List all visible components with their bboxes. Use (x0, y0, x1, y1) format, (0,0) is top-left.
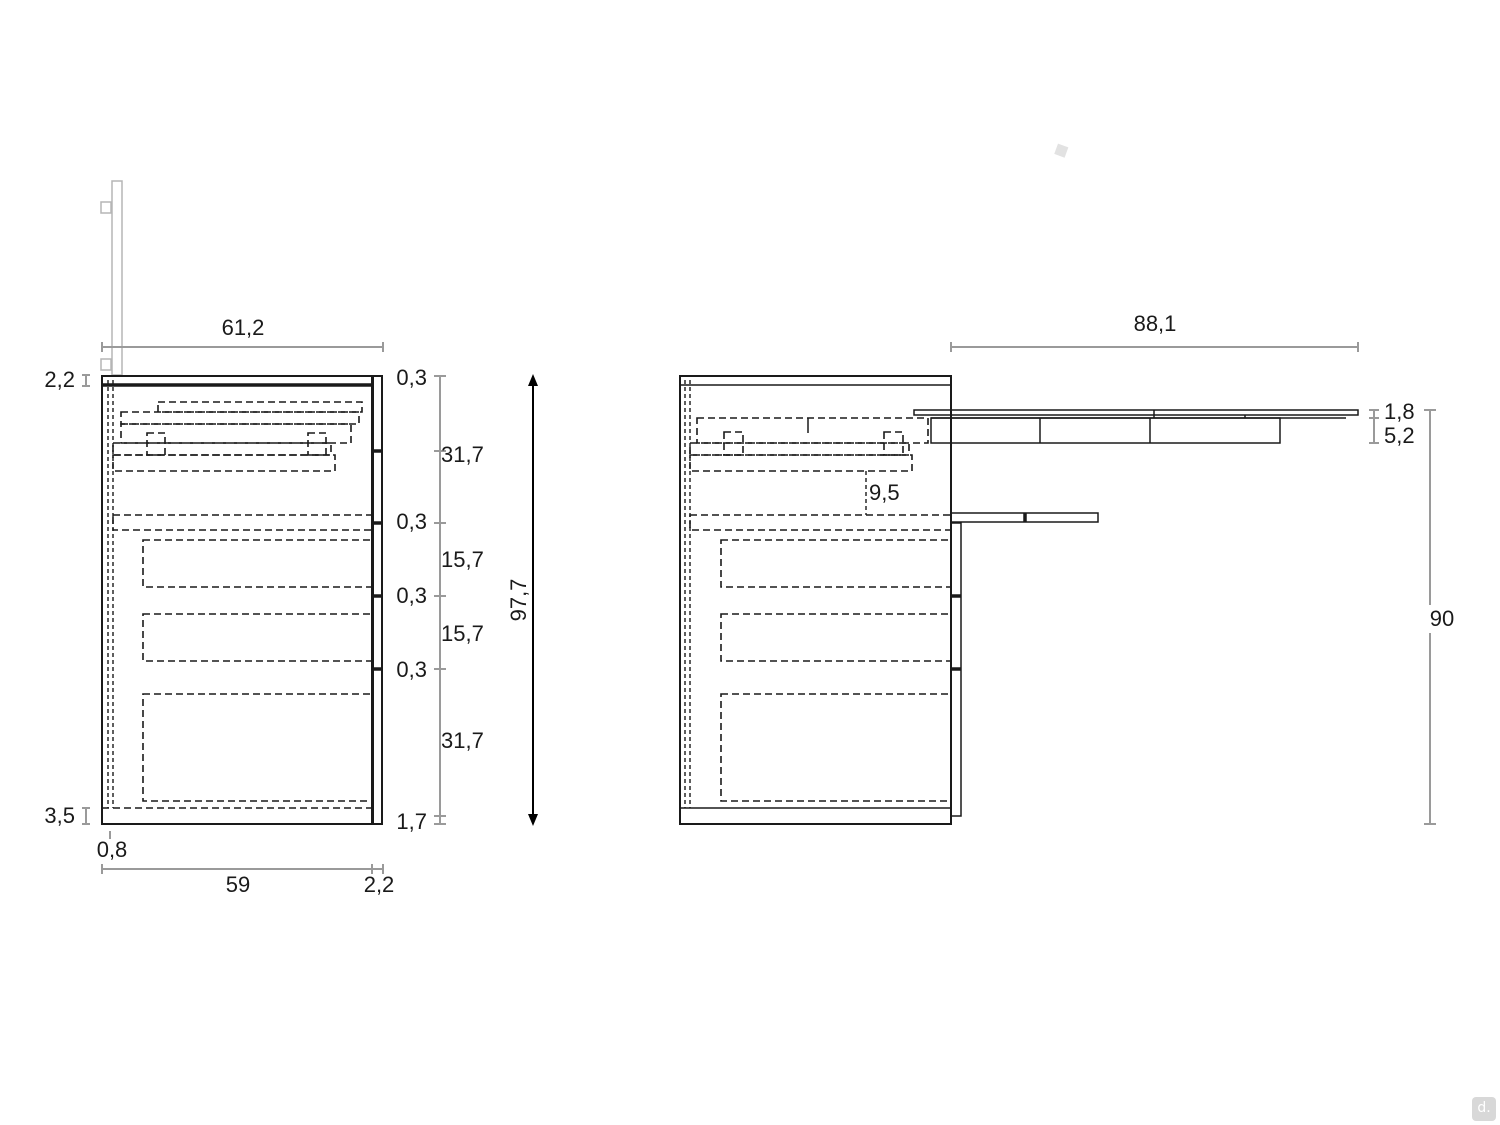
brand-logo: d. (1472, 1097, 1496, 1121)
label-inner-drop: 9,5 (869, 480, 900, 505)
extended-top-surface (913, 409, 1359, 416)
label-side-offset: 0,8 (97, 837, 128, 862)
label-shelf-depth-detail: 5,2 (1384, 423, 1415, 448)
label-drawer-2: 15,7 (441, 547, 484, 572)
pullout-clip-right (307, 432, 327, 456)
left-cabinet-view (100, 180, 383, 825)
drawer-4 (142, 693, 373, 802)
pullout-box-right (696, 417, 929, 444)
label-front-thickness: 2,2 (364, 872, 395, 897)
label-drawer-1: 31,7 (441, 442, 484, 467)
pullout-tray (120, 411, 360, 425)
arrow-head-bottom (528, 814, 538, 826)
pullout-clip-left (146, 432, 166, 456)
drawer-1-body (112, 454, 336, 472)
label-top-thickness: 2,2 (44, 367, 75, 392)
label-gap-1: 0,3 (396, 365, 427, 390)
label-drawer-3: 15,7 (441, 621, 484, 646)
front-panel (372, 375, 383, 825)
label-work-height: 90 (1430, 606, 1454, 631)
shelf-right (689, 514, 952, 531)
ghost-hinge-bottom (100, 358, 112, 371)
label-extended-depth: 88,1 (1134, 311, 1177, 336)
arrow-head-top (528, 374, 538, 386)
label-inner-width: 59 (226, 872, 250, 897)
pullout-rail (157, 401, 363, 413)
extended-tray (930, 417, 1281, 444)
ghost-hinge-top (100, 201, 112, 214)
drawer-3 (142, 613, 373, 662)
label-gap-4: 0,3 (396, 657, 427, 682)
ghost-mark (1054, 143, 1069, 158)
right-dimensions: 88,1 1,8 5,2 9,5 90 (869, 311, 1458, 825)
label-total-height: 97,7 (506, 579, 531, 622)
label-drawer-4: 31,7 (441, 728, 484, 753)
label-gap-3: 0,3 (396, 583, 427, 608)
drawer-2 (142, 539, 373, 588)
label-bottom-gap: 1,7 (396, 809, 427, 834)
label-gap-2: 0,3 (396, 509, 427, 534)
ghost-panel (111, 180, 123, 376)
label-shelf-thickness: 1,8 (1384, 399, 1415, 424)
drawer-1-top (112, 442, 332, 456)
pullout-box (120, 423, 352, 444)
label-width-total: 61,2 (222, 315, 265, 340)
left-dimensions: 61,2 2,2 3,5 0,8 59 2,2 0,3 31,7 0,3 1 (44, 315, 538, 897)
shelf (112, 514, 373, 531)
right-cabinet-view (679, 143, 1359, 825)
label-base-height: 3,5 (44, 803, 75, 828)
